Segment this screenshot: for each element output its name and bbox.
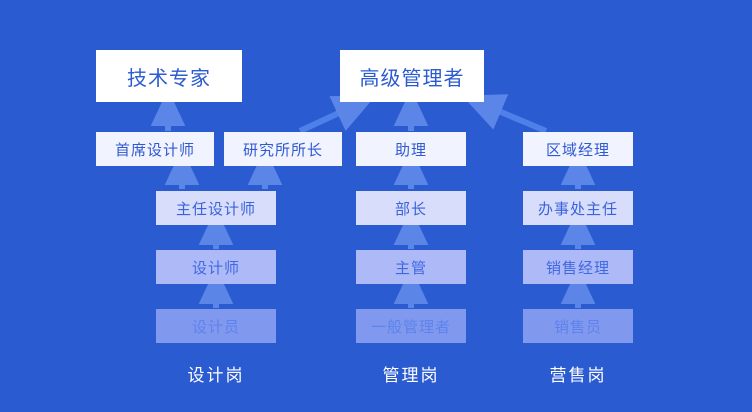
node-senior-manager[interactable]: 高级管理者 (340, 50, 484, 102)
node-institute-head[interactable]: 研究所所长 (224, 132, 342, 166)
column-label-design: 设计岗 (187, 366, 245, 385)
node-regional-manager[interactable]: 区域经理 (523, 132, 633, 166)
node-general-manager[interactable]: 一般管理者 (356, 309, 466, 343)
node-department-head[interactable]: 部长 (356, 191, 466, 225)
node-label: 销售经理 (545, 259, 610, 277)
node-junior-designer[interactable]: 设计员 (156, 309, 276, 343)
node-assistant[interactable]: 助理 (356, 132, 466, 166)
column-label-management: 管理岗 (382, 366, 440, 385)
node-label: 办事处主任 (537, 200, 618, 218)
node-lead-designer[interactable]: 主任设计师 (156, 191, 276, 225)
node-label: 助理 (394, 141, 427, 159)
node-label: 技术专家 (127, 67, 211, 90)
column-label-sales: 营售岗 (549, 366, 607, 385)
node-tech-expert[interactable]: 技术专家 (96, 50, 242, 102)
node-office-director[interactable]: 办事处主任 (523, 191, 633, 225)
node-label: 设计师 (191, 259, 240, 277)
node-label: 主管 (394, 259, 427, 277)
node-label: 主任设计师 (175, 200, 256, 218)
node-sales-manager[interactable]: 销售经理 (523, 250, 633, 284)
node-supervisor[interactable]: 主管 (356, 250, 466, 284)
node-label: 研究所所长 (242, 141, 323, 159)
node-label: 一般管理者 (370, 318, 451, 336)
node-label: 部长 (394, 200, 427, 218)
node-label: 高级管理者 (359, 67, 465, 90)
node-designer[interactable]: 设计师 (156, 250, 276, 284)
arrow-regional-manager-to-senior-manager (462, 94, 548, 134)
node-label: 首席设计师 (114, 141, 195, 159)
arrow-institute-head-to-senior-manager (298, 95, 376, 134)
node-chief-designer[interactable]: 首席设计师 (96, 132, 214, 166)
node-label: 销售员 (553, 318, 602, 336)
node-salesperson[interactable]: 销售员 (523, 309, 633, 343)
node-label: 区域经理 (545, 141, 610, 159)
node-label: 设计员 (191, 318, 240, 336)
